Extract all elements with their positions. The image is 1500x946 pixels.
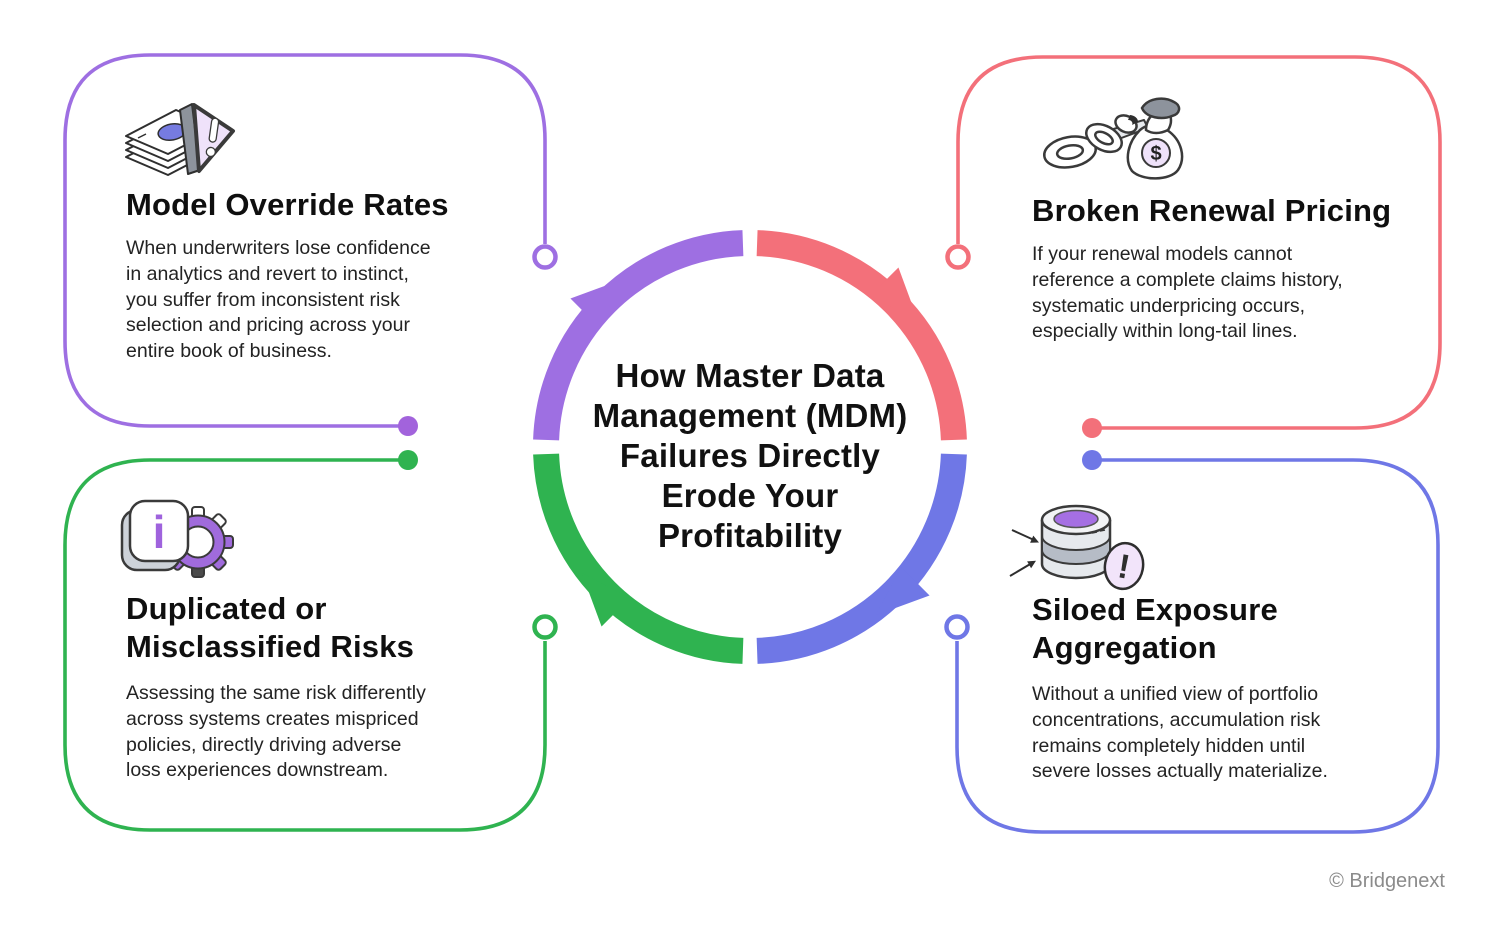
info-gear-icon: i xyxy=(120,499,234,578)
cycle-arrow-bottom-right xyxy=(875,567,930,616)
card-title-bottom-right: Siloed Exposure Aggregation xyxy=(1032,592,1278,665)
connector-dot-top-left xyxy=(398,416,418,436)
card-body-bottom-right: Without a unified view of portfolio conc… xyxy=(1032,683,1328,783)
connector-dot-top-right xyxy=(1082,418,1102,438)
copyright-watermark: © Bridgenext xyxy=(1329,870,1445,892)
card-body-top-right: If your renewal models cannot reference … xyxy=(1032,243,1343,343)
svg-text:$: $ xyxy=(1150,143,1161,165)
connector-ring-bottom-left xyxy=(532,614,558,640)
card-border-top-left xyxy=(63,53,547,428)
svg-text:i: i xyxy=(153,506,166,558)
broken-chain-money-bag-icon: $ xyxy=(1043,97,1184,180)
card-body-top-left: When underwriters lose confidence in ana… xyxy=(126,237,431,363)
connector-dot-bottom-right xyxy=(1082,450,1102,470)
card-title-top-right: Broken Renewal Pricing xyxy=(1032,193,1392,228)
cycle-arrow-top-right xyxy=(870,267,919,322)
card-title-bottom-left: Duplicated or Misclassified Risks xyxy=(126,591,415,664)
connector-ring-top-left xyxy=(532,244,558,270)
card-border-bottom-right xyxy=(955,458,1440,834)
card-border-top-right xyxy=(956,55,1442,430)
connector-ring-top-right xyxy=(945,244,971,270)
center-title: How Master Data Management (MDM) Failure… xyxy=(592,357,908,554)
cycle-arrow-bottom-left xyxy=(581,572,630,627)
connector-ring-bottom-right xyxy=(944,614,970,640)
card-body-bottom-left: Assessing the same risk differently acro… xyxy=(126,682,426,782)
database-warning-icon: ! xyxy=(1009,504,1145,591)
money-warning-icon xyxy=(125,103,235,176)
connector-dot-bottom-left xyxy=(398,450,418,470)
card-border-bottom-left xyxy=(63,458,547,832)
cycle-arrow-top-left xyxy=(570,278,625,327)
card-title-top-left: Model Override Rates xyxy=(126,187,449,222)
